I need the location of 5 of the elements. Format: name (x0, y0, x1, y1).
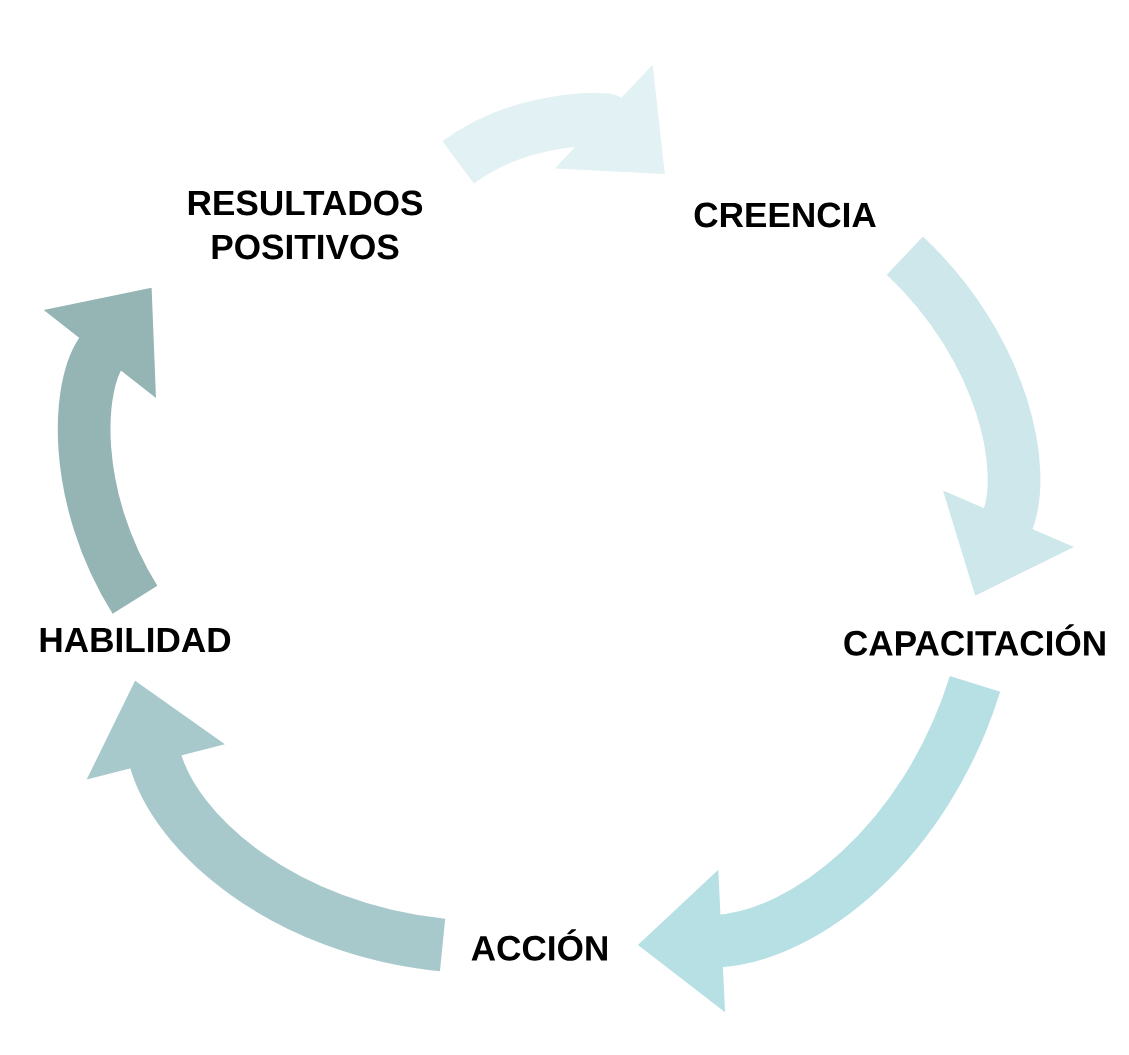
cycle-label: RESULTADOS POSITIVOS (188, 190, 423, 260)
cycle-label: ACCIÓN (471, 929, 607, 961)
cycle-label: CAPACITACIÓN (844, 624, 1105, 656)
cycle-label: CREENCIA (694, 202, 876, 228)
cycle-label: HABILIDAD (40, 627, 231, 653)
